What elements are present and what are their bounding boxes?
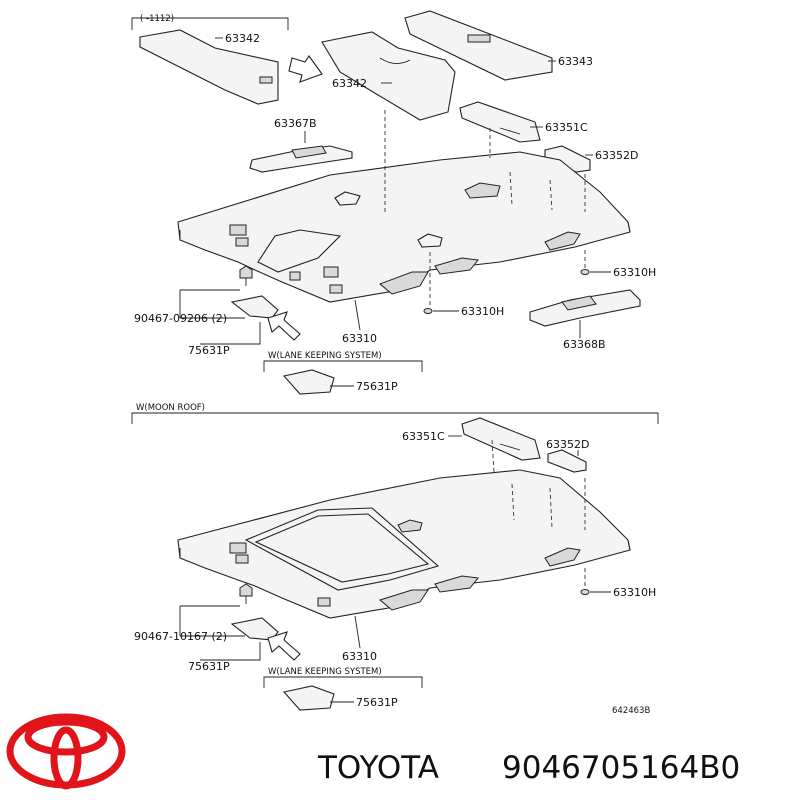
part-63351c-2 <box>461 417 541 461</box>
label-lane-keeping-a: W(LANE KEEPING SYSTEM) <box>268 351 382 361</box>
label-63310-2: 63310 <box>342 650 377 663</box>
range-bracket: ( -1112) <box>131 14 289 30</box>
label-90467-09206: 90467-09206 (2) <box>134 312 227 325</box>
arrow-up-left-icon <box>267 311 301 341</box>
headliner-panel-moonroof <box>177 469 631 619</box>
clip-pad-b <box>417 233 443 248</box>
label-75631p-c: 75631P <box>188 660 230 673</box>
label-63351c-2: 63351C <box>402 430 445 443</box>
clip-icon <box>423 308 433 314</box>
label-63342-b: 63342 <box>332 77 367 90</box>
pad-63342-right <box>321 31 456 121</box>
toyota-logo-icon <box>6 713 126 790</box>
part-number: 9046705164B0 <box>502 750 740 786</box>
part-63352d-2 <box>547 449 587 473</box>
label-63310h-b: 63310H <box>461 305 504 318</box>
range-label: ( -1112) <box>140 14 174 24</box>
part-63367b <box>249 145 353 173</box>
part-63368b <box>529 289 641 327</box>
screw-icon <box>239 583 253 597</box>
label-75631p-d: 75631P <box>356 696 398 709</box>
label-63368b: 63368B <box>563 338 606 351</box>
label-63352d-2: 63352D <box>546 438 589 451</box>
arrow-right-icon <box>288 55 323 83</box>
clip-icon <box>580 589 590 595</box>
label-75631p-b: 75631P <box>356 380 398 393</box>
arrow-up-left-icon <box>267 631 301 661</box>
bracket-75631p-lane-2 <box>282 685 335 711</box>
pad-63342-left <box>139 29 279 105</box>
label-63343: 63343 <box>558 55 593 68</box>
bracket-75631p <box>230 295 279 319</box>
diagram-code: 642463B <box>612 706 650 716</box>
screw-icon <box>239 265 253 279</box>
label-90467-10167: 90467-10167 (2) <box>134 630 227 643</box>
bracket-75631p-lane <box>282 369 335 395</box>
label-63342-a: 63342 <box>225 32 260 45</box>
label-63310h-a: 63310H <box>613 266 656 279</box>
brand-name: TOYOTA <box>317 750 439 786</box>
clip-icon <box>580 269 590 275</box>
label-63352d: 63352D <box>595 149 638 162</box>
label-63310h-c: 63310H <box>613 586 656 599</box>
headliner-panel <box>177 151 631 303</box>
pad-63343 <box>404 10 553 81</box>
label-63367b: 63367B <box>274 117 317 130</box>
label-63351c: 63351C <box>545 121 588 134</box>
label-75631p-a: 75631P <box>188 344 230 357</box>
label-63310: 63310 <box>342 332 377 345</box>
part-63351c <box>459 101 541 143</box>
label-lane-keeping-b: W(LANE KEEPING SYSTEM) <box>268 667 382 677</box>
clip-pad-a <box>334 191 361 206</box>
label-moon-roof: W(MOON ROOF) <box>136 403 205 413</box>
